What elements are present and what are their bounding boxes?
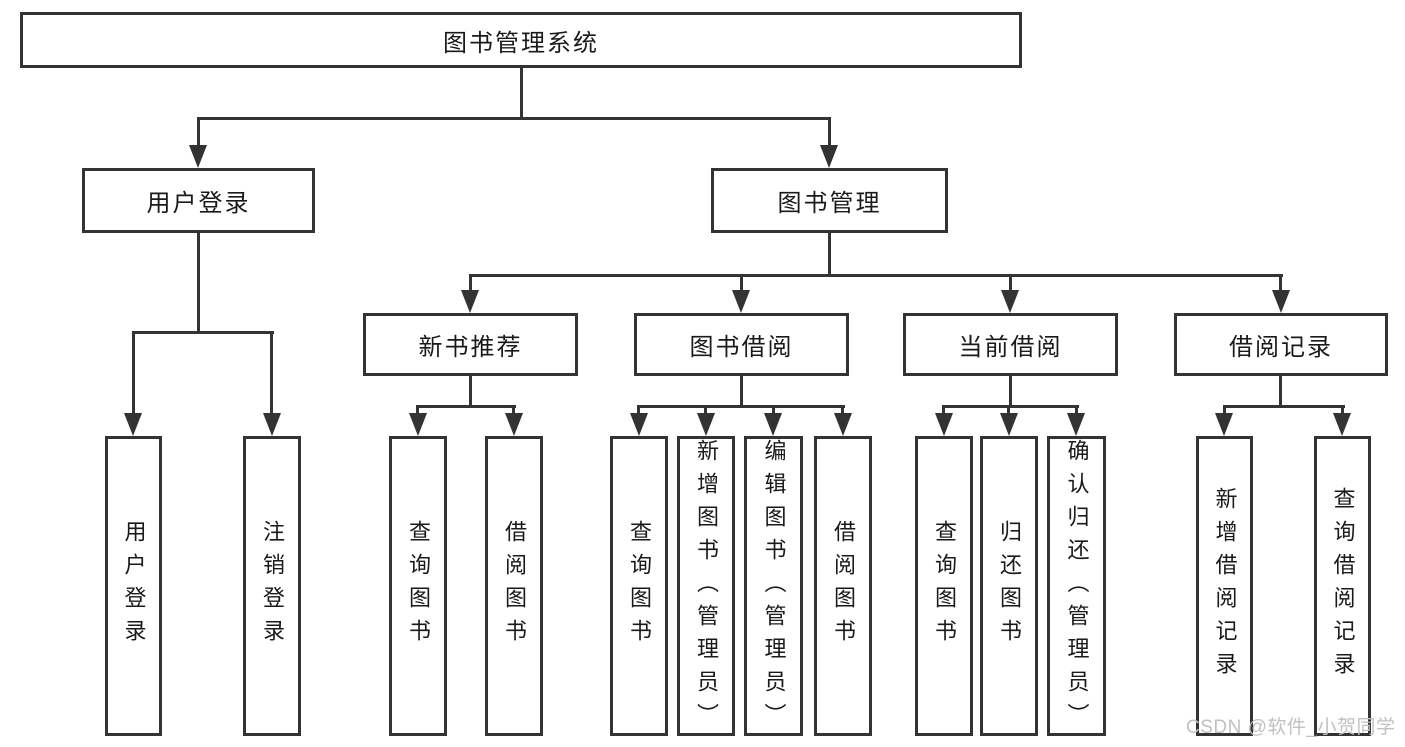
connector-level2-horizontal bbox=[197, 117, 831, 120]
arrowhead-add-book bbox=[697, 413, 715, 436]
arrowhead-query-books-recommend bbox=[409, 413, 427, 436]
connector-stub-query-books-borrow bbox=[637, 405, 640, 415]
leaf-user-login: 用户登录 bbox=[105, 436, 162, 736]
arrowhead-new-book bbox=[461, 290, 479, 313]
node-book-management: 图书管理 bbox=[711, 168, 948, 233]
connector-stub-add-borrow-record bbox=[1223, 405, 1226, 415]
connector-stub-book-borrow bbox=[740, 274, 743, 292]
connector-stub-new-book bbox=[469, 274, 472, 292]
watermark: CSDN @软件_小贺同学 bbox=[1186, 717, 1396, 738]
connector-stub-edit-book bbox=[772, 405, 775, 415]
leaf-query-borrow-record: 查询借阅记录 bbox=[1314, 436, 1371, 736]
connector-stub-query-books-current bbox=[942, 405, 945, 415]
connector-stub-leaf-user-login bbox=[132, 331, 135, 415]
connector-stub-book-management bbox=[828, 117, 831, 147]
arrowhead-query-books-borrow bbox=[630, 413, 648, 436]
leaf-add-book-admin: 新增图书（管理员） bbox=[677, 436, 735, 736]
connector-stub-borrow-books-recommend bbox=[512, 405, 515, 415]
connector-stub-query-books-recommend bbox=[416, 405, 419, 415]
connector-stub-borrow-books bbox=[841, 405, 844, 415]
arrowhead-return-books bbox=[1000, 413, 1018, 436]
arrowhead-add-borrow-record bbox=[1215, 413, 1233, 436]
leaf-query-books-borrow: 查询图书 bbox=[610, 436, 668, 736]
connector-book-borrow-horizontal bbox=[637, 405, 845, 408]
connector-level3-horizontal bbox=[469, 274, 1283, 277]
arrowhead-book-borrow bbox=[732, 290, 750, 313]
connector-new-book-horizontal bbox=[416, 405, 516, 408]
arrowhead-borrow-books bbox=[834, 413, 852, 436]
leaf-query-books-recommend: 查询图书 bbox=[389, 436, 447, 736]
arrowhead-edit-book bbox=[764, 413, 782, 436]
leaf-borrow-books: 借阅图书 bbox=[814, 436, 872, 736]
leaf-return-books: 归还图书 bbox=[980, 436, 1038, 736]
arrowhead-confirm-return bbox=[1067, 413, 1085, 436]
node-current-borrow: 当前借阅 bbox=[903, 313, 1118, 376]
leaf-logout: 注销登录 bbox=[243, 436, 301, 736]
arrowhead-query-borrow-record bbox=[1333, 413, 1351, 436]
leaf-confirm-return-admin: 确认归还（管理员） bbox=[1047, 436, 1106, 736]
leaf-edit-book-admin: 编辑图书（管理员） bbox=[744, 436, 803, 736]
arrowhead-borrow-books-recommend bbox=[505, 413, 523, 436]
leaf-query-books-current: 查询图书 bbox=[915, 436, 973, 736]
connector-stub-query-borrow-record bbox=[1341, 405, 1344, 415]
arrowhead-leaf-user-login bbox=[124, 413, 142, 436]
connector-stub-borrow-records bbox=[1279, 274, 1282, 292]
arrowhead-query-books-current bbox=[935, 413, 953, 436]
connector-stub-add-book bbox=[704, 405, 707, 415]
connector-root-vertical bbox=[520, 66, 523, 120]
connector-borrow-records-vertical bbox=[1279, 375, 1282, 408]
connector-stub-confirm-return bbox=[1075, 405, 1078, 415]
connector-borrow-records-horizontal bbox=[1223, 405, 1345, 408]
connector-stub-user-login bbox=[197, 117, 200, 147]
node-root-library-system: 图书管理系统 bbox=[20, 12, 1022, 68]
connector-user-login-vertical bbox=[197, 231, 200, 334]
connector-user-login-horizontal bbox=[132, 331, 274, 334]
node-new-book-recommend: 新书推荐 bbox=[363, 313, 578, 376]
arrowhead-user-login bbox=[189, 145, 207, 168]
node-borrow-records: 借阅记录 bbox=[1174, 313, 1388, 376]
arrowhead-book-management bbox=[820, 145, 838, 168]
connector-book-borrow-vertical bbox=[740, 375, 743, 408]
connector-stub-return-books bbox=[1007, 405, 1010, 415]
arrowhead-leaf-logout bbox=[263, 413, 281, 436]
connector-current-borrow-horizontal bbox=[942, 405, 1079, 408]
connector-stub-current-borrow bbox=[1009, 274, 1012, 292]
arrowhead-current-borrow bbox=[1001, 290, 1019, 313]
node-book-borrow: 图书借阅 bbox=[634, 313, 849, 376]
connector-new-book-vertical bbox=[469, 375, 472, 408]
connector-current-borrow-vertical bbox=[1009, 375, 1012, 408]
connector-book-management-vertical bbox=[828, 232, 831, 277]
leaf-borrow-books-recommend: 借阅图书 bbox=[485, 436, 543, 736]
leaf-add-borrow-record: 新增借阅记录 bbox=[1196, 436, 1253, 736]
node-user-login: 用户登录 bbox=[82, 168, 315, 233]
arrowhead-borrow-records bbox=[1272, 290, 1290, 313]
connector-stub-leaf-logout bbox=[270, 331, 273, 415]
